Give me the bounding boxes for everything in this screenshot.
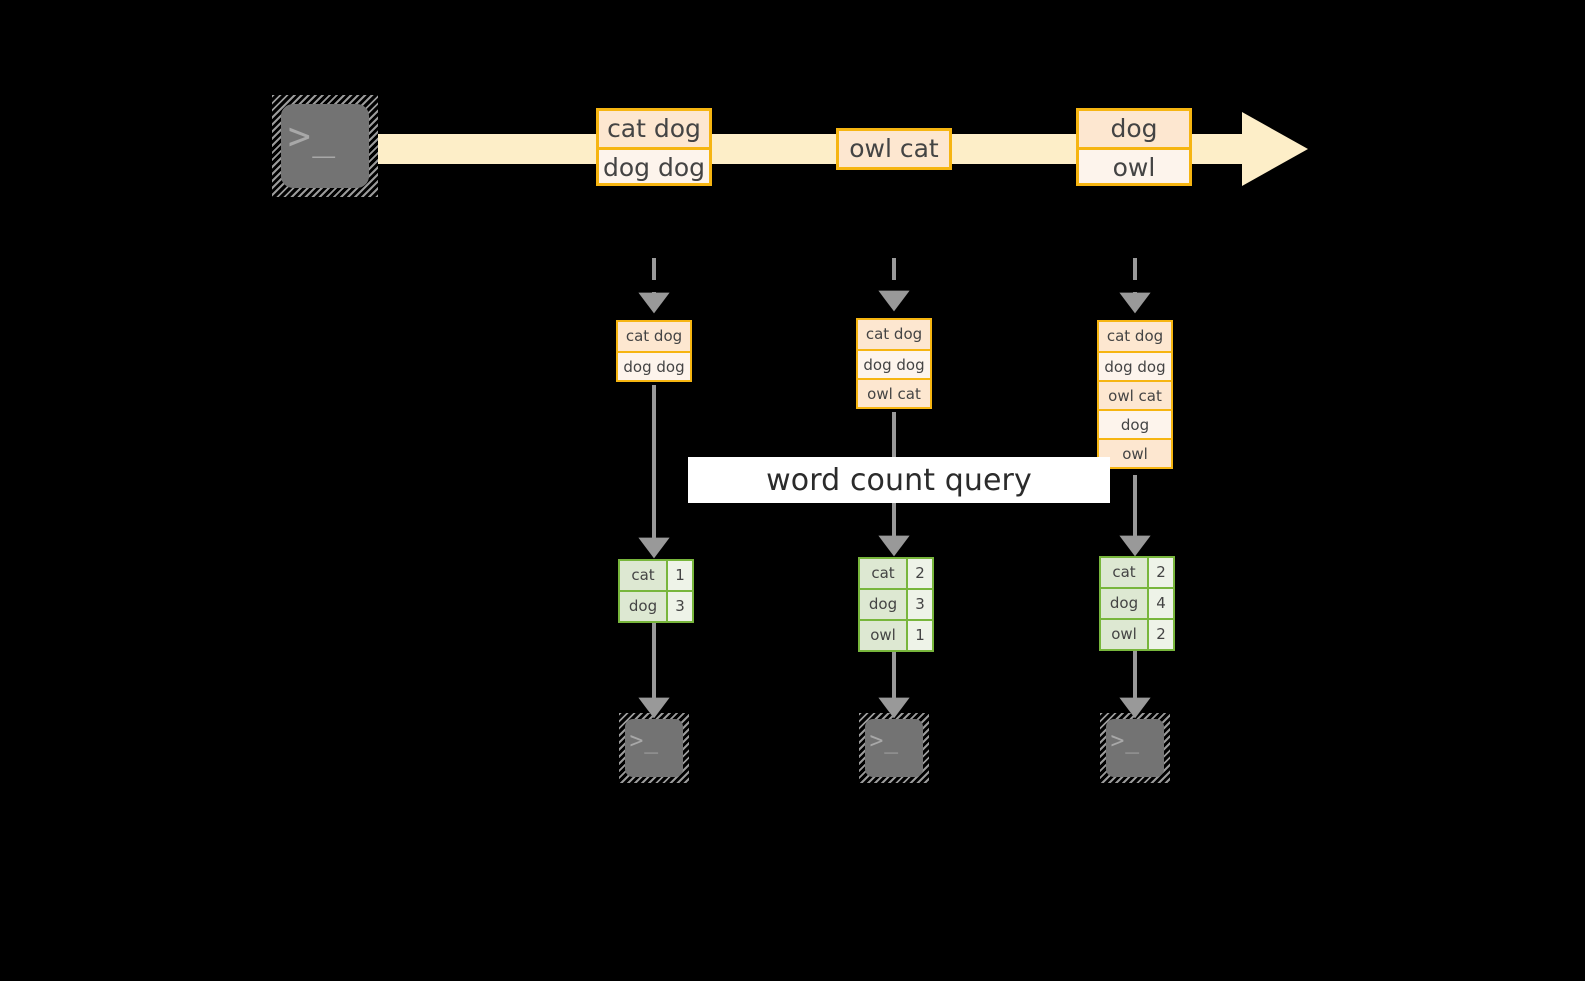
terminal-screen bbox=[281, 104, 369, 188]
table-row: dog 4 bbox=[1101, 587, 1173, 618]
table-row: dog 3 bbox=[860, 588, 932, 619]
sink-terminal-icon-col-2: >_ bbox=[859, 713, 929, 783]
table-row: cat 2 bbox=[860, 559, 932, 588]
sink-terminal-icon-col-3: >_ bbox=[1100, 713, 1170, 783]
terminal-prompt-text: >_ bbox=[287, 114, 337, 159]
count-cell: 1 bbox=[666, 561, 692, 590]
table-row: cat 1 bbox=[620, 561, 692, 590]
stream-record-group-3: dog owl bbox=[1076, 108, 1192, 186]
word-cell: owl bbox=[1101, 620, 1147, 649]
stream-record-group-1: cat dog dog dog bbox=[596, 108, 712, 186]
input-row: dog bbox=[1099, 409, 1171, 438]
count-cell: 2 bbox=[1147, 558, 1173, 587]
input-row: cat dog bbox=[1099, 322, 1171, 351]
terminal-screen bbox=[1106, 719, 1164, 777]
word-cell: dog bbox=[620, 592, 666, 621]
result-table-col-2: cat 2 dog 3 owl 1 bbox=[858, 557, 934, 652]
query-band: word count query bbox=[688, 457, 1110, 503]
input-row: owl cat bbox=[858, 378, 930, 407]
terminal-prompt-text: >_ bbox=[629, 727, 660, 754]
word-cell: cat bbox=[1101, 558, 1147, 587]
input-row: dog dog bbox=[1099, 351, 1171, 380]
count-cell: 3 bbox=[906, 590, 932, 619]
count-cell: 3 bbox=[666, 592, 692, 621]
table-row: owl 1 bbox=[860, 619, 932, 650]
sink-terminal-icon-col-1: >_ bbox=[619, 713, 689, 783]
stream-record-row: owl bbox=[1079, 147, 1189, 183]
word-cell: owl bbox=[860, 621, 906, 650]
stream-record-row: dog bbox=[1079, 111, 1189, 147]
source-terminal-icon: >_ bbox=[272, 95, 378, 197]
accumulated-input-col-2: cat dog dog dog owl cat bbox=[856, 318, 932, 409]
accumulated-input-col-3: cat dog dog dog owl cat dog owl bbox=[1097, 320, 1173, 469]
count-cell: 2 bbox=[906, 559, 932, 588]
table-row: cat 2 bbox=[1101, 558, 1173, 587]
input-row: dog dog bbox=[858, 349, 930, 378]
word-cell: cat bbox=[620, 561, 666, 590]
accumulated-input-col-1: cat dog dog dog bbox=[616, 320, 692, 382]
result-table-col-1: cat 1 dog 3 bbox=[618, 559, 694, 623]
terminal-screen bbox=[625, 719, 683, 777]
terminal-prompt-text: >_ bbox=[1110, 727, 1141, 754]
count-cell: 4 bbox=[1147, 589, 1173, 618]
table-row: owl 2 bbox=[1101, 618, 1173, 649]
table-row: dog 3 bbox=[620, 590, 692, 621]
stream-record-row: dog dog bbox=[599, 147, 709, 183]
query-band-label: word count query bbox=[766, 462, 1032, 498]
terminal-screen bbox=[865, 719, 923, 777]
word-cell: cat bbox=[860, 559, 906, 588]
input-row: owl cat bbox=[1099, 380, 1171, 409]
input-row: cat dog bbox=[618, 322, 690, 351]
terminal-prompt-text: >_ bbox=[869, 727, 900, 754]
input-row: cat dog bbox=[858, 320, 930, 349]
stream-record-row: owl cat bbox=[839, 131, 949, 167]
stream-record-group-2: owl cat bbox=[836, 128, 952, 170]
input-row: dog dog bbox=[618, 351, 690, 380]
count-cell: 2 bbox=[1147, 620, 1173, 649]
word-cell: dog bbox=[860, 590, 906, 619]
stream-record-row: cat dog bbox=[599, 111, 709, 147]
count-cell: 1 bbox=[906, 621, 932, 650]
input-row: owl bbox=[1099, 438, 1171, 467]
result-table-col-3: cat 2 dog 4 owl 2 bbox=[1099, 556, 1175, 651]
word-cell: dog bbox=[1101, 589, 1147, 618]
